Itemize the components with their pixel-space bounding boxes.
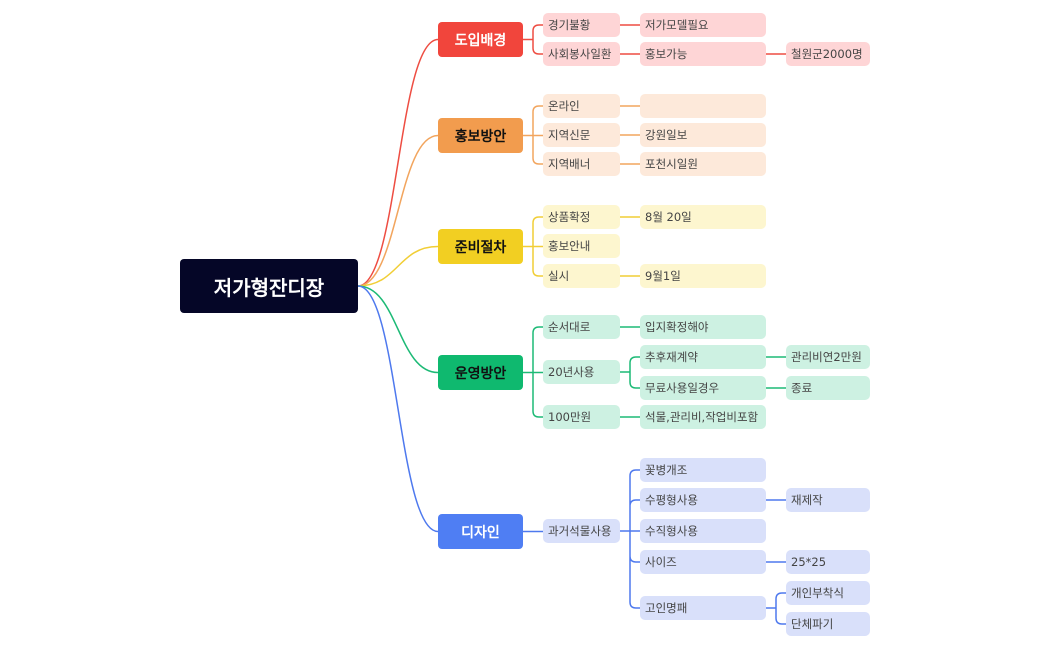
node-social-service[interactable]: 사회봉사일환 — [543, 42, 620, 66]
node-sep-1[interactable]: 9월1일 — [640, 264, 766, 288]
branch-promotion[interactable]: 홍보방안 — [438, 118, 523, 153]
node-maintenance-fee[interactable]: 관리비연2만원 — [786, 345, 870, 369]
link-ops-children — [523, 326, 543, 418]
node-cheorwon-2000[interactable]: 철원군2000명 — [786, 42, 870, 66]
link-20years-children — [620, 356, 640, 389]
link-promo-children — [523, 105, 543, 165]
node-pocheon[interactable]: 포천시일원 — [640, 152, 766, 176]
link-root-intro — [357, 38, 439, 287]
node-online[interactable]: 온라인 — [543, 94, 620, 118]
link-root-ops — [357, 285, 439, 374]
node-economic-recession[interactable]: 경기불황 — [543, 13, 620, 37]
link-intro-children — [523, 24, 543, 55]
node-promotion-possible[interactable]: 홍보가능 — [640, 42, 766, 66]
link-prep-children — [523, 216, 543, 277]
root-node[interactable]: 저가형잔디장 — [180, 259, 358, 313]
node-size-value[interactable]: 25*25 — [786, 550, 870, 574]
node-promo-notice[interactable]: 홍보안내 — [543, 234, 620, 258]
branch-preparation[interactable]: 준비절차 — [438, 229, 523, 264]
branch-intro[interactable]: 도입배경 — [438, 22, 523, 57]
node-in-order[interactable]: 순서대로 — [543, 315, 620, 339]
link-root-design — [357, 285, 439, 533]
node-individual-attach[interactable]: 개인부착식 — [786, 581, 870, 605]
node-local-newspaper[interactable]: 지역신문 — [543, 123, 620, 147]
node-low-cost-model[interactable]: 저가모델필요 — [640, 13, 766, 37]
node-1-million[interactable]: 100만원 — [543, 405, 620, 429]
link-root-prep — [357, 245, 439, 287]
node-free-use[interactable]: 무료사용일경우 — [640, 376, 766, 400]
node-termination[interactable]: 종료 — [786, 376, 870, 400]
node-renewal[interactable]: 추후재계약 — [640, 345, 766, 369]
node-product-confirm[interactable]: 상품확정 — [543, 205, 620, 229]
node-aug-20[interactable]: 8월 20일 — [640, 205, 766, 229]
node-20-years[interactable]: 20년사용 — [543, 360, 620, 384]
node-group-dispose[interactable]: 단체파기 — [786, 612, 870, 636]
node-horizontal[interactable]: 수평형사용 — [640, 488, 766, 512]
node-gangwon-ilbo[interactable]: 강원일보 — [640, 123, 766, 147]
node-execution[interactable]: 실시 — [543, 264, 620, 288]
link-oldstone-children — [620, 469, 640, 609]
node-local-banner[interactable]: 지역배너 — [543, 152, 620, 176]
link-root-promo — [357, 134, 439, 287]
link-nameplate-children — [766, 592, 786, 625]
branch-operation[interactable]: 운영방안 — [438, 355, 523, 390]
branch-design[interactable]: 디자인 — [438, 514, 523, 549]
node-online-empty[interactable] — [640, 94, 766, 118]
node-remake[interactable]: 재제작 — [786, 488, 870, 512]
node-nameplate[interactable]: 고인명패 — [640, 596, 766, 620]
node-location-confirm[interactable]: 입지확정해야 — [640, 315, 766, 339]
node-size[interactable]: 사이즈 — [640, 550, 766, 574]
node-vase-modify[interactable]: 꽃병개조 — [640, 458, 766, 482]
node-old-stone[interactable]: 과거석물사용 — [543, 519, 620, 543]
node-vertical[interactable]: 수직형사용 — [640, 519, 766, 543]
node-cost-included[interactable]: 석물,관리비,작업비포함 — [640, 405, 766, 429]
